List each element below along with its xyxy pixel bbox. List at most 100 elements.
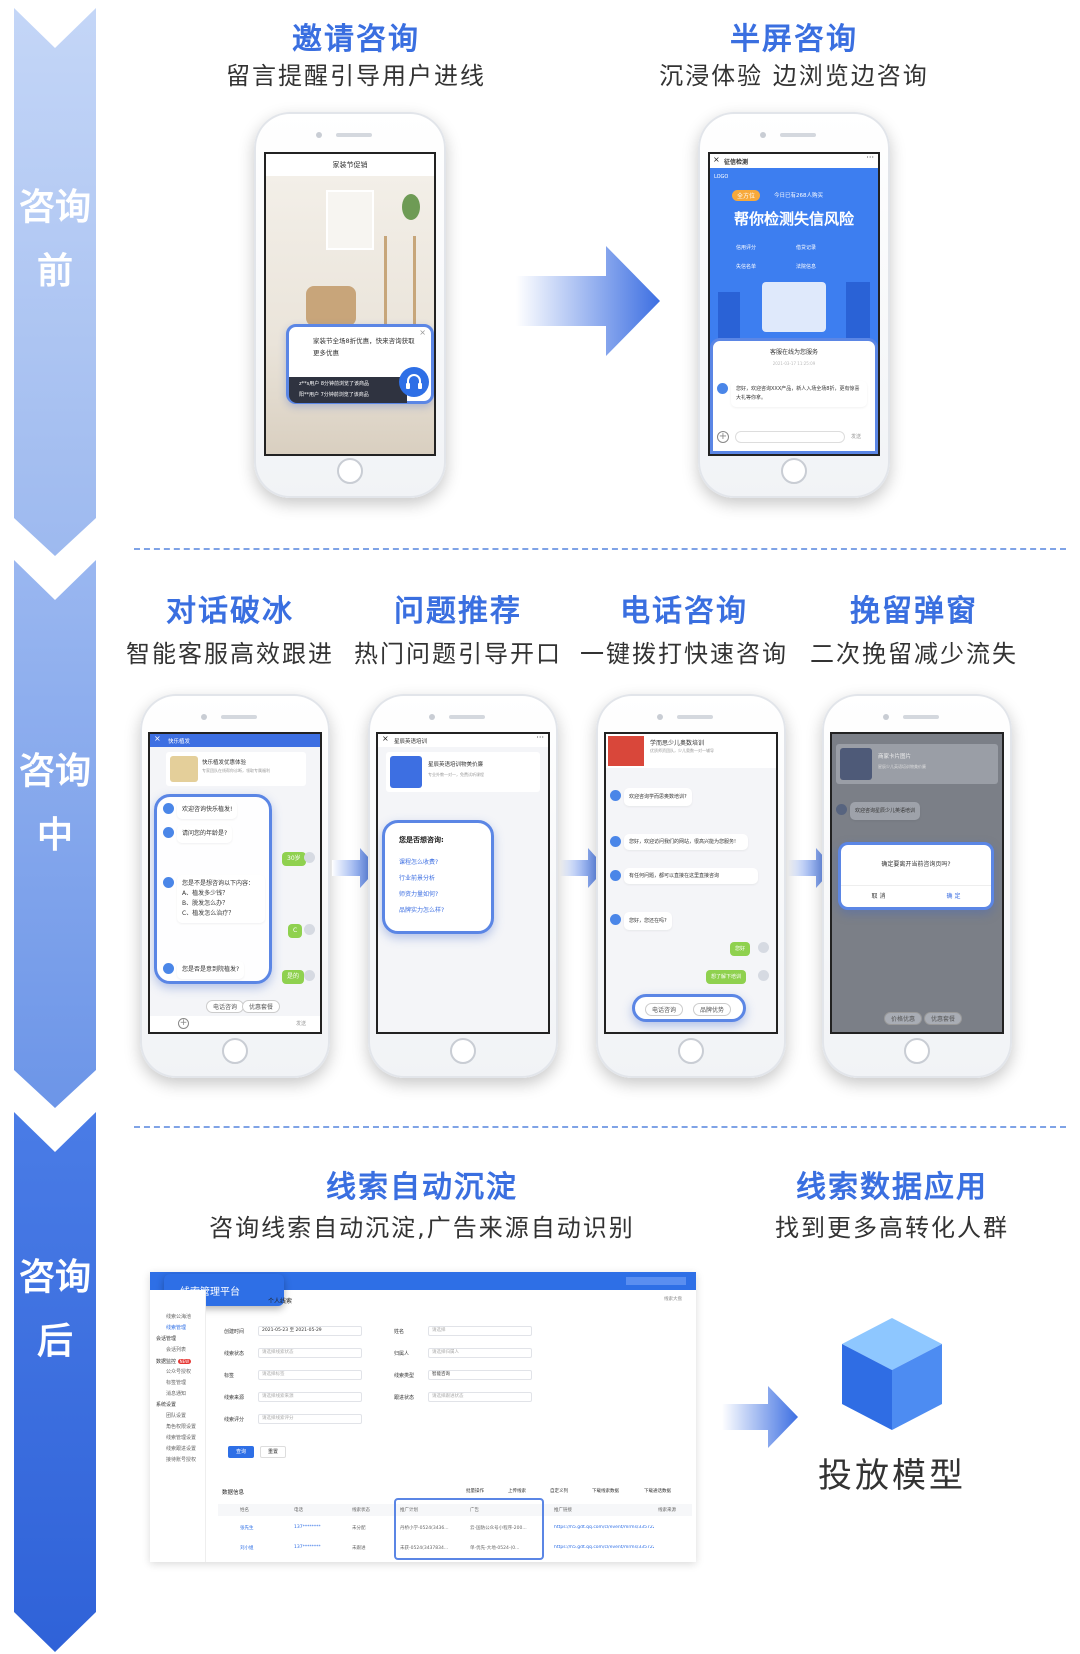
filter-label: 归属人 [394,1351,410,1357]
close-icon[interactable]: × [154,734,161,743]
reset-button[interactable]: 重置 [260,1446,286,1458]
filter-select[interactable]: 请选择线索状态 [258,1348,362,1358]
home-button[interactable] [904,1038,930,1064]
retain-screen: 商家卡片图片 星辰少儿英语培训物美价廉 欢迎咨询星辰少儿英语培训 确定要离开当前… [830,732,1004,1034]
chat-message: 欢迎咨询学而思奥数培训? [624,788,692,806]
close-icon[interactable]: × [713,155,720,164]
brand-advantage-button[interactable]: 品牌优势 [693,1003,732,1016]
sidebar-item[interactable]: 线索跟进设置 [166,1446,197,1452]
question-link[interactable]: 行业前景分析 [399,875,436,882]
column-header: 电话 [294,1508,303,1513]
cell[interactable]: 刘小姐 [240,1546,254,1551]
chair-shape [306,286,356,326]
action-link[interactable]: 批量操作 [466,1489,484,1494]
home-button[interactable] [781,458,807,484]
message-input[interactable] [735,431,845,443]
quick-chip[interactable]: 价格优惠 [884,1012,923,1025]
dialog-cancel-button[interactable]: 取 消 [871,893,886,900]
home-button[interactable] [450,1038,476,1064]
dashboard-tab[interactable]: 个人线索 [268,1298,293,1305]
filter-select[interactable]: 请选择跟进状态 [428,1392,532,1402]
call-header-card[interactable]: 学而思少儿奥数培训 优质师资团队，少儿奥数一对一辅导 [606,734,776,768]
sidebar-item[interactable]: 标签管理 [166,1380,187,1386]
platform-title: 线索管理平台 [180,1287,240,1298]
action-link[interactable]: 下载通话数据 [644,1489,671,1494]
cell[interactable]: https://h5.gdt.qq.com/cl/event/mrms/3357… [554,1525,654,1530]
filter-select[interactable]: 请选择 [428,1326,532,1336]
action-link[interactable]: 上传线索 [508,1489,526,1494]
recommend-card[interactable]: 星辰英语培训物美价廉 专业外教一对一，免费试听课程 [386,752,540,792]
quick-chip[interactable]: 电话咨询 [206,1000,245,1013]
send-button[interactable]: 发送 [296,1021,307,1027]
retain-title: 挽留弹窗 [850,594,978,629]
phone-half: × 征信检测 ··· LOGO 全方位 今日已有268人购买 帮你检测失信风险 … [698,112,890,498]
icebreak-header-title: 快乐植发 [168,739,191,745]
filter-select[interactable]: 请选择线索评分 [258,1414,362,1424]
camera [883,714,889,720]
option-line: C、植发怎么治疗？ [182,910,235,917]
more-icon[interactable]: ··· [536,733,544,742]
filter-select[interactable]: 请选择标签 [258,1370,362,1380]
home-button[interactable] [222,1038,248,1064]
quick-chip[interactable]: 优惠套餐 [242,1000,281,1013]
add-icon[interactable]: + [717,431,729,443]
filter-select[interactable]: 请选择归属人 [428,1348,532,1358]
question-link[interactable]: 课程怎么收费? [399,859,439,866]
send-button[interactable]: 发送 [851,434,862,440]
chat-message: 您好，欢迎访问我们的网站，很高兴能为您服务! [624,834,748,850]
question-link[interactable]: 师资力量如何? [399,891,439,898]
quick-chip[interactable]: 优惠套餐 [924,1012,963,1025]
speaker [903,715,939,719]
more-icon[interactable]: ··· [866,153,874,162]
filter-label: 线索类型 [394,1373,415,1379]
home-button[interactable] [678,1038,704,1064]
cell[interactable]: https://h5.gdt.qq.com/cl/event/mrms/3357… [554,1545,654,1550]
brand-logo-icon [390,756,422,788]
column-header: 推广计划 [400,1508,418,1513]
dialog-confirm-button[interactable]: 确 定 [946,893,961,900]
search-button[interactable]: 查询 [228,1446,254,1458]
headset-icon[interactable] [399,367,429,397]
phone-call-button[interactable]: 电话咨询 [645,1003,684,1016]
agent-avatar [717,383,728,394]
filter-date-range[interactable]: 2021-05-23 至 2021-05-29 [258,1326,362,1336]
cell[interactable]: 张先生 [240,1526,254,1531]
agent-avatar [610,790,621,801]
table-row[interactable]: 张先生 137******** 未分配 丹桥小学-0524(3436... 云-… [218,1522,692,1536]
sidebar-item[interactable]: 线索公海池 [166,1314,192,1320]
icebreak-card[interactable]: 快乐植发优惠体验 专家团队在线帮你诊断，领取专属福利 [166,752,306,786]
sidebar-item[interactable]: 接待账号授权 [166,1457,197,1463]
sidebar-item[interactable]: 公众号授权 [166,1369,192,1375]
stage-label-before: 咨询前 [14,176,96,304]
sidebar-item[interactable]: 会话列表 [166,1347,187,1353]
filter-select[interactable]: 智能咨询 [428,1370,532,1380]
dashboard-top-link[interactable]: 线索大盘 [664,1297,682,1302]
sidebar-item[interactable]: 数据监控 NEW [150,1356,205,1367]
user-avatar [758,970,769,981]
sidebar-item[interactable]: 会话管理 [156,1336,177,1342]
retain-card: 商家卡片图片 星辰少儿英语培训物美价廉 [836,744,998,784]
add-icon[interactable]: + [178,1018,189,1029]
action-link[interactable]: 下载线索数据 [592,1489,619,1494]
invite-popup[interactable]: × 家装节全场8折优惠，快来咨询获取更多优惠 z**s用户 8分钟前浏览了该商品… [286,324,434,404]
table-row[interactable]: 刘小姐 137******** 未跟进 未获-0524(3437834... 单… [218,1542,692,1556]
user-avatar [758,942,769,953]
sidebar-item[interactable]: 角色权限设置 [166,1424,197,1430]
sidebar-item[interactable]: 团队设置 [166,1413,187,1419]
filter-select[interactable]: 请选择线索来源 [258,1392,362,1402]
sidebar-item[interactable]: 消息通知 [166,1391,187,1397]
column-header: 线索来源 [658,1508,676,1513]
question-link[interactable]: 品牌实力怎么样? [399,907,445,914]
half-chat-panel: 客服在线为您服务 2021-03-17 11:25:09 您好，欢迎咨询XXX产… [710,338,878,454]
user-avatar [304,970,315,981]
home-button[interactable] [337,458,363,484]
popup-text: 家装节全场8折优惠，快来咨询获取更多优惠 [313,337,415,357]
sidebar-item[interactable]: 系统设置 [156,1402,177,1408]
agent-avatar [163,877,174,888]
sidebar-item[interactable]: 线索管理设置 [166,1435,197,1441]
popup-close-icon[interactable]: × [419,328,426,337]
close-icon[interactable]: × [382,734,389,743]
action-link[interactable]: 自定义列 [550,1489,568,1494]
phone-retain: 商家卡片图片 星辰少儿英语培训物美价廉 欢迎咨询星辰少儿英语培训 确定要离开当前… [822,694,1012,1078]
sidebar-item-active[interactable]: 线索管理 [166,1325,187,1331]
